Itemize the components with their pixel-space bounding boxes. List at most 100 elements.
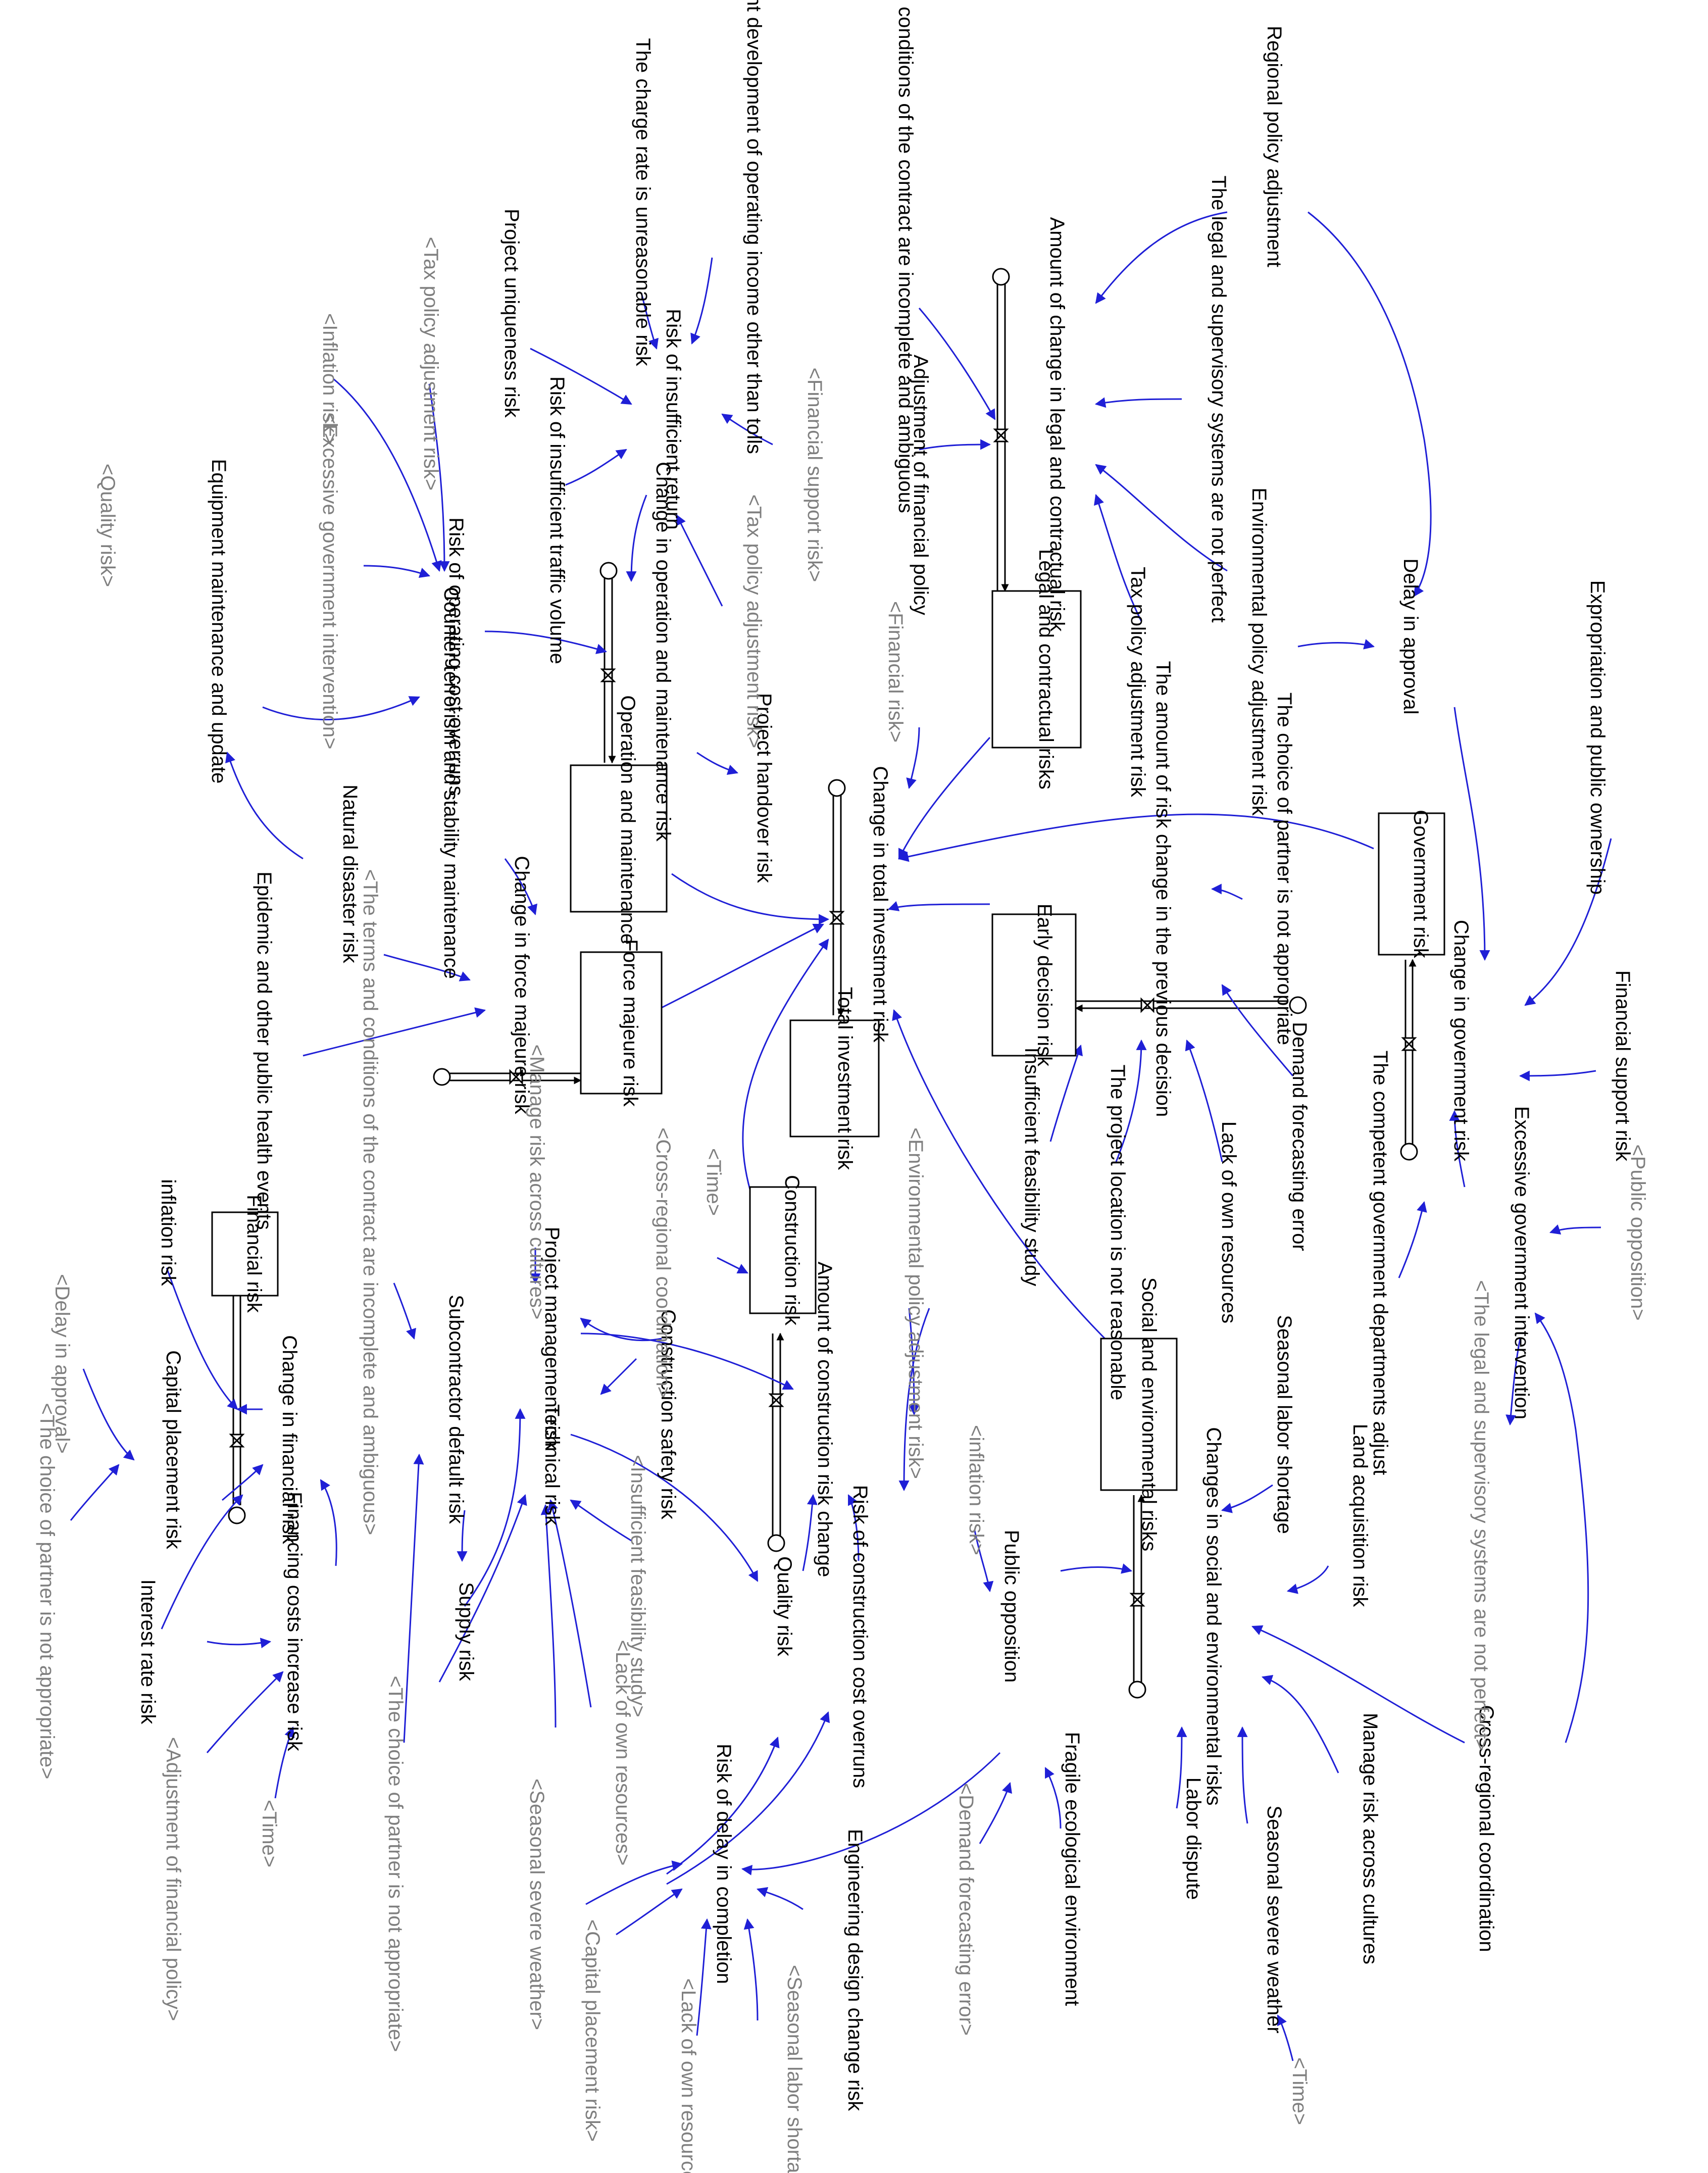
shadow-seasonal-weather: <Seasonal severe weather> [526,1779,548,2030]
var-adjustment-financial-policy: Adjustment of financial policy [910,355,932,615]
var-labor-dispute: Labor dispute [1182,1777,1204,1900]
stock-government-label: Government risk [1410,810,1432,958]
stock-financial: Financial risk [211,1195,279,1313]
var-charge-rate: The charge rate is unreasonable risk [632,38,654,366]
shadow-legal-systems: <The legal and supervisory systems are n… [1470,1280,1492,1751]
var-engineering-design: Engineering design change risk [844,1829,866,2111]
var-capital-placement: Capital placement risk [162,1350,184,1549]
flow-change-government: Change in government risk [1450,920,1472,1162]
stock-social-label: Social and environmental risks [1138,1277,1160,1551]
cloud-source-social [1128,1681,1146,1699]
cloud-source-government [1400,1143,1418,1161]
var-project-uniqueness: Project uniqueness risk [500,209,523,418]
var-public-opposition: Public opposition [1000,1530,1023,1683]
cloud-source-force [433,1068,451,1086]
shadow-time-construction: <Time> [702,1148,725,1216]
shadow-manage-cultures: <Manage risk across cultures> [526,1045,548,1320]
stock-total-label: Total investment risk [834,987,856,1170]
shadow-quality: <Quality risk> [96,464,119,587]
var-expropriation: Expropriation and public ownership [1586,580,1609,895]
stock-force: Force majeure risk [580,939,663,1107]
shadow-inflation-operating: <Inflation risk> [319,313,341,445]
causal-links [70,211,1612,2061]
var-insufficient-feasibility: Insufficient feasibility study [1021,1048,1043,1287]
stock-early-label: Early decision risk [1033,904,1056,1067]
stock-government: Government risk [1378,810,1445,959]
stock-construction: Construction risk [749,1175,817,1326]
cloud-source-total [828,779,846,797]
flow-change-financial: Change in financial risk [278,1335,300,1545]
var-quality-risk: Quality risk [773,1556,795,1657]
var-environmental-policy: Environmental policy adjustment risk [1248,487,1270,816]
var-insufficient-traffic: Risk of insufficient traffic volume [546,376,568,664]
stock-operation: Operation and maintenance risk [570,696,668,982]
var-delay-approval: Delay in approval [1399,558,1422,714]
var-insufficient-income: Risk of insufficient development of oper… [743,0,765,454]
var-lack-resources: Lack of own resources [1218,1121,1240,1323]
shadow-seasonal-labor: <Seasonal labor shortage> [783,1965,806,2173]
stock-operation-label: Operation and maintenance risk [617,696,639,982]
shadow-time-financing: <Time> [258,1800,280,1867]
var-seasonal-labor: Seasonal labor shortage [1273,1315,1295,1534]
var-project-management: Project management risk [541,1227,563,1451]
shadow-partner-supply: <The choice of partner is not appropriat… [384,1676,407,2052]
shadow-cross-regional: <Cross-regional coordination> [652,1127,674,1398]
shadow-tax-policy-operating: <Tax policy adjustment risk> [420,237,442,490]
var-counter-terrorism: Counter-terrorism and stability maintena… [440,587,462,979]
flow-change-operation: Change in operation and maintenance risk [652,462,674,842]
flow-change-force: Change in force majeure risk [511,856,533,1114]
var-delay-completion: Risk of delay in completion [713,1744,735,1984]
shadow-lack-resources-delay: <Lack of own resources> [677,1979,699,2173]
shadow-demand-forecasting: <Demand forecasting error> [955,1783,977,2036]
shadow-adjustment-financial-policy: <Adjustment of financial policy> [162,1737,184,2021]
shadow-inflation: <inflation risk> [965,1425,987,1555]
shadow-environmental-policy: <Environmental policy adjustment risk> [905,1127,927,1479]
shadow-partner-financial: <The choice of partner is not appropriat… [36,1403,58,1780]
var-subcontractor-default: Subcontractor default risk [445,1295,467,1524]
stock-financial-label: Financial risk [243,1195,265,1313]
var-legal-systems: The legal and supervisory systems are no… [1208,176,1230,623]
var-financial-support: Financial support risk [1612,970,1634,1162]
var-excessive-intervention: Excessive government intervention [1511,1106,1533,1419]
shadow-financial-risk: <Financial risk> [884,601,907,743]
stock-total: Total investment risk [789,987,880,1170]
flow-amount-previous: The amount of risk change in the previou… [1152,661,1174,1117]
cloud-source-early [1289,996,1307,1014]
flow-valves [229,428,1417,1607]
shadow-capital-placement: <Capital placement risk> [581,1919,604,2142]
var-technical-risk: Technical risk [541,1404,563,1526]
cloud-source-operation [599,562,618,580]
var-demand-forecasting: Demand forecasting error [1288,1022,1311,1251]
variables: inflation risk Capital placement risk In… [137,0,1634,2111]
var-cross-regional: Cross-regional coordination [1475,1705,1497,1952]
shadow-variables: <Delay in approval> <The choice of partn… [36,237,1649,2173]
var-fragile-ecological: Fragile ecological environment [1061,1732,1083,2006]
var-insufficient-return: Risk of insufficient return [662,309,684,529]
shadow-financial-support: <Financial support risk> [803,368,826,582]
shadow-terms-conditions: <The terms and conditions of the contrac… [359,869,381,1536]
stock-social: Social and environmental risks [1100,1277,1178,1551]
var-natural-disaster: Natural disaster risk [339,784,361,963]
var-financing-costs: Financing costs increase risk [283,1492,306,1752]
var-partner-not-appropriate: The choice of partner is not appropriate [1273,693,1295,1045]
flow-amount-construction: Amount of construction risk change [814,1262,836,1577]
cloud-source-construction [767,1534,785,1552]
shadow-tax-policy-operation: <Tax policy adjustment risk> [743,495,765,748]
var-construction-cost-overruns: Risk of construction cost overruns [849,1485,871,1788]
var-epidemic: Epidemic and other public health events [253,871,275,1229]
var-supply-risk: Supply risk [455,1582,477,1682]
shadow-lack-resources-technical: <Lack of own resources> [612,1640,634,1866]
shadow-insufficient-feasibility: <Insufficient feasibility study> [627,1455,649,1717]
flow-change-total: Change in total investment risk [869,766,891,1043]
cloud-source-legal [992,268,1010,286]
flow-pipes [228,268,1418,1699]
stock-force-label: Force majeure risk [619,939,641,1107]
var-competent-departments: The competent government departments adj… [1369,1051,1391,1475]
var-project-handover: Project handover risk [753,693,775,883]
var-manage-cultures: Manage risk across cultures [1359,1713,1381,1964]
stock-early: Early decision risk [991,904,1077,1067]
shadow-public-opposition: <Public opposition> [1627,1144,1649,1320]
shadow-time-weather: <Time> [1288,2057,1311,2125]
stock-construction-label: Construction risk [781,1175,803,1326]
